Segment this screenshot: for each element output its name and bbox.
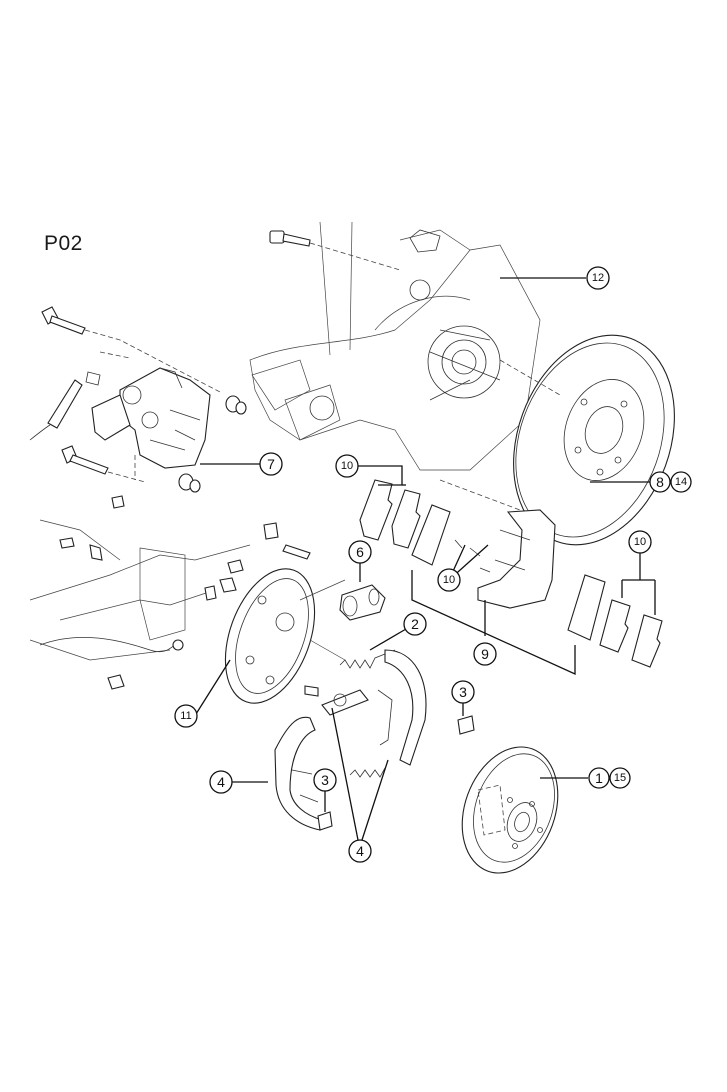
- callout-7: 7: [259, 452, 283, 476]
- small-hardware-left: [59, 495, 319, 697]
- callout-3-right: 3: [451, 680, 475, 704]
- svg-text:6: 6: [356, 544, 364, 560]
- callout-2: 2: [403, 612, 427, 636]
- pad-shims-lower: [567, 574, 663, 668]
- callout-9: 9: [473, 642, 497, 666]
- callout-11: 11: [174, 704, 198, 728]
- wheel-cylinder: [339, 584, 386, 621]
- brake-shoe-left: [274, 716, 323, 831]
- callout-1: 1: [588, 767, 610, 789]
- callout-10-right: 10: [628, 530, 652, 554]
- svg-text:7: 7: [267, 456, 275, 472]
- callout-12: 12: [586, 266, 610, 290]
- lower-spring: [349, 767, 386, 778]
- svg-text:2: 2: [411, 616, 419, 632]
- svg-text:15: 15: [614, 772, 626, 784]
- svg-text:3: 3: [321, 772, 329, 788]
- svg-text:4: 4: [217, 774, 225, 790]
- brake-shoe-right: [377, 649, 427, 766]
- return-spring: [339, 649, 396, 669]
- callout-8: 8: [649, 471, 671, 493]
- backing-plate: [224, 568, 316, 704]
- suspension-ghost: [249, 221, 541, 471]
- caliper-bushings: [178, 395, 247, 493]
- svg-text:4: 4: [356, 843, 364, 859]
- caliper-assembly: [29, 306, 211, 475]
- svg-text:10: 10: [341, 460, 353, 472]
- svg-text:3: 3: [459, 684, 467, 700]
- svg-text:11: 11: [180, 710, 191, 722]
- floor-ghost: [29, 519, 251, 661]
- callout-15: 15: [609, 767, 631, 789]
- callout-10-middle: 10: [437, 568, 461, 592]
- svg-text:1: 1: [595, 770, 603, 786]
- svg-text:8: 8: [656, 474, 664, 490]
- callout-6: 6: [348, 540, 372, 564]
- caliper-bracket: [454, 509, 556, 609]
- brake-drum: [461, 746, 559, 874]
- clip-right: [457, 715, 475, 735]
- callout-4-left: 4: [209, 770, 233, 794]
- svg-text:10: 10: [634, 536, 646, 548]
- page-label: P02: [44, 232, 83, 255]
- adjuster: [321, 689, 369, 716]
- svg-text:9: 9: [481, 646, 489, 662]
- brake-rotor: [513, 334, 675, 546]
- knuckle-bolt: [269, 230, 311, 247]
- leader-lines: [195, 277, 656, 841]
- clip-left: [317, 811, 333, 831]
- svg-text:12: 12: [592, 272, 604, 284]
- svg-text:10: 10: [443, 574, 455, 586]
- callout-3-left: 3: [313, 768, 337, 792]
- callout-14: 14: [670, 471, 692, 493]
- svg-text:14: 14: [675, 476, 687, 488]
- pad-shims-upper: [359, 479, 451, 566]
- callout-4-bottom: 4: [348, 839, 372, 863]
- callout-10-upper: 10: [335, 454, 359, 478]
